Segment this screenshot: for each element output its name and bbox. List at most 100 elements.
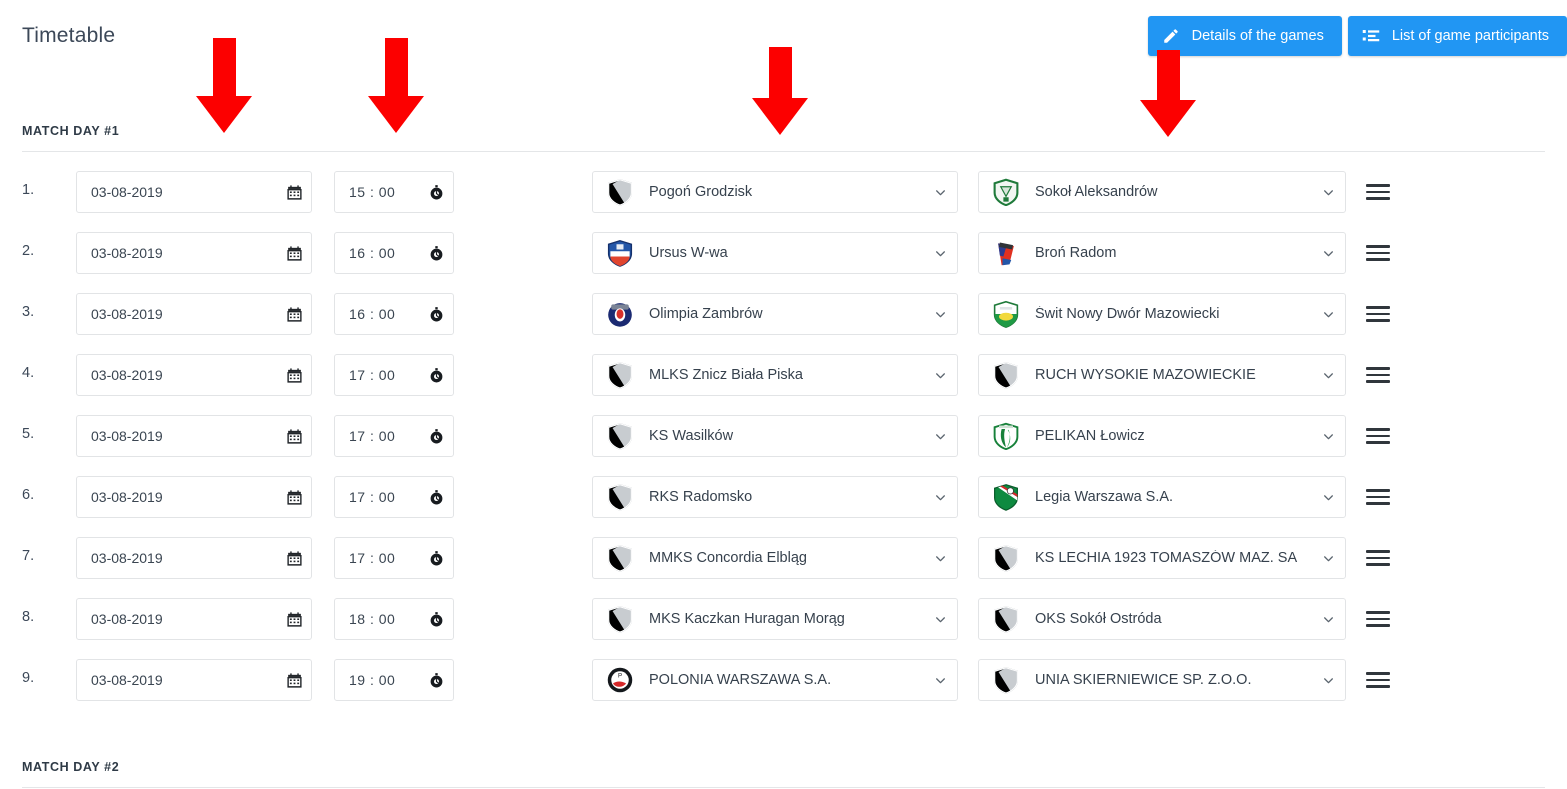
chevron-down-icon[interactable] (923, 613, 957, 626)
chevron-down-icon[interactable] (1311, 308, 1345, 321)
away-team-select[interactable]: PELIKAN Łowicz (978, 415, 1346, 457)
away-team-select[interactable]: Broń Radom (978, 232, 1346, 274)
home-team-select[interactable]: MLKS Znicz Biała Piska (592, 354, 958, 396)
away-team-select[interactable]: KS LECHIA 1923 TOMASZÓW MAZ. SA (978, 537, 1346, 579)
drag-handle-icon[interactable] (1366, 364, 1390, 386)
chevron-down-icon[interactable] (923, 369, 957, 382)
drag-handle-icon[interactable] (1366, 181, 1390, 203)
home-team-select[interactable]: Ursus W-wa (592, 232, 958, 274)
chevron-down-icon[interactable] (1311, 613, 1345, 626)
calendar-icon[interactable] (277, 294, 311, 334)
date-input[interactable] (77, 660, 277, 700)
chevron-down-icon[interactable] (923, 308, 957, 321)
home-team-select[interactable]: MMKS Concordia Elbląg (592, 537, 958, 579)
match-date-field[interactable] (76, 537, 312, 579)
chevron-down-icon[interactable] (923, 186, 957, 199)
date-input[interactable] (77, 172, 277, 212)
stopwatch-icon[interactable] (419, 660, 453, 700)
match-date-field[interactable] (76, 598, 312, 640)
calendar-icon[interactable] (277, 599, 311, 639)
home-team-select[interactable]: KS Wasilków (592, 415, 958, 457)
match-date-field[interactable] (76, 354, 312, 396)
away-team-select[interactable]: Legia Warszawa S.A. (978, 476, 1346, 518)
home-team-select[interactable]: RKS Radomsko (592, 476, 958, 518)
stopwatch-icon[interactable] (419, 172, 453, 212)
time-input[interactable] (335, 233, 419, 273)
chevron-down-icon[interactable] (1311, 369, 1345, 382)
chevron-down-icon[interactable] (1311, 674, 1345, 687)
stopwatch-icon[interactable] (419, 538, 453, 578)
calendar-icon[interactable] (277, 538, 311, 578)
away-team-select[interactable]: OKS Sokół Ostróda (978, 598, 1346, 640)
home-team-select[interactable]: Pogoń Grodzisk (592, 171, 958, 213)
chevron-down-icon[interactable] (1311, 552, 1345, 565)
match-date-field[interactable] (76, 415, 312, 457)
match-time-field[interactable] (334, 232, 454, 274)
away-team-select[interactable]: RUCH WYSOKIE MAZOWIECKIE (978, 354, 1346, 396)
chevron-down-icon[interactable] (923, 247, 957, 260)
time-input[interactable] (335, 477, 419, 517)
match-date-field[interactable] (76, 659, 312, 701)
match-time-field[interactable] (334, 476, 454, 518)
date-input[interactable] (77, 416, 277, 456)
time-input[interactable] (335, 416, 419, 456)
match-time-field[interactable] (334, 415, 454, 457)
date-input[interactable] (77, 477, 277, 517)
home-team-select[interactable]: Olimpia Zambrów (592, 293, 958, 335)
date-input[interactable] (77, 538, 277, 578)
calendar-icon[interactable] (277, 172, 311, 212)
match-date-field[interactable] (76, 171, 312, 213)
calendar-icon[interactable] (277, 233, 311, 273)
chevron-down-icon[interactable] (1311, 247, 1345, 260)
chevron-down-icon[interactable] (1311, 186, 1345, 199)
details-of-the-games-button[interactable]: Details of the games (1147, 16, 1342, 56)
drag-handle-icon[interactable] (1366, 669, 1390, 691)
time-input[interactable] (335, 660, 419, 700)
stopwatch-icon[interactable] (419, 233, 453, 273)
date-input[interactable] (77, 294, 277, 334)
match-time-field[interactable] (334, 171, 454, 213)
stopwatch-icon[interactable] (419, 355, 453, 395)
chevron-down-icon[interactable] (1311, 430, 1345, 443)
list-of-game-participants-button[interactable]: List of game participants (1347, 16, 1567, 56)
match-date-field[interactable] (76, 232, 312, 274)
match-time-field[interactable] (334, 598, 454, 640)
time-input[interactable] (335, 599, 419, 639)
drag-handle-icon[interactable] (1366, 608, 1390, 630)
match-date-field[interactable] (76, 476, 312, 518)
away-team-select[interactable]: UNIA SKIERNIEWICE SP. Z.O.O. (978, 659, 1346, 701)
away-team-select[interactable]: Świt Nowy Dwór Mazowiecki (978, 293, 1346, 335)
date-input[interactable] (77, 355, 277, 395)
stopwatch-icon[interactable] (419, 294, 453, 334)
match-time-field[interactable] (334, 537, 454, 579)
chevron-down-icon[interactable] (923, 674, 957, 687)
drag-handle-icon[interactable] (1366, 303, 1390, 325)
date-input[interactable] (77, 233, 277, 273)
drag-handle-icon[interactable] (1366, 242, 1390, 264)
calendar-icon[interactable] (277, 660, 311, 700)
stopwatch-icon[interactable] (419, 477, 453, 517)
stopwatch-icon[interactable] (419, 416, 453, 456)
date-input[interactable] (77, 599, 277, 639)
time-input[interactable] (335, 355, 419, 395)
time-input[interactable] (335, 538, 419, 578)
match-time-field[interactable] (334, 293, 454, 335)
calendar-icon[interactable] (277, 477, 311, 517)
home-team-select[interactable]: MKS Kaczkan Huragan Morąg (592, 598, 958, 640)
time-input[interactable] (335, 294, 419, 334)
chevron-down-icon[interactable] (923, 430, 957, 443)
match-time-field[interactable] (334, 659, 454, 701)
chevron-down-icon[interactable] (1311, 491, 1345, 504)
chevron-down-icon[interactable] (923, 491, 957, 504)
match-time-field[interactable] (334, 354, 454, 396)
away-team-select[interactable]: Sokoł Aleksandrów (978, 171, 1346, 213)
drag-handle-icon[interactable] (1366, 486, 1390, 508)
drag-handle-icon[interactable] (1366, 425, 1390, 447)
stopwatch-icon[interactable] (419, 599, 453, 639)
drag-handle-icon[interactable] (1366, 547, 1390, 569)
match-date-field[interactable] (76, 293, 312, 335)
calendar-icon[interactable] (277, 416, 311, 456)
time-input[interactable] (335, 172, 419, 212)
chevron-down-icon[interactable] (923, 552, 957, 565)
